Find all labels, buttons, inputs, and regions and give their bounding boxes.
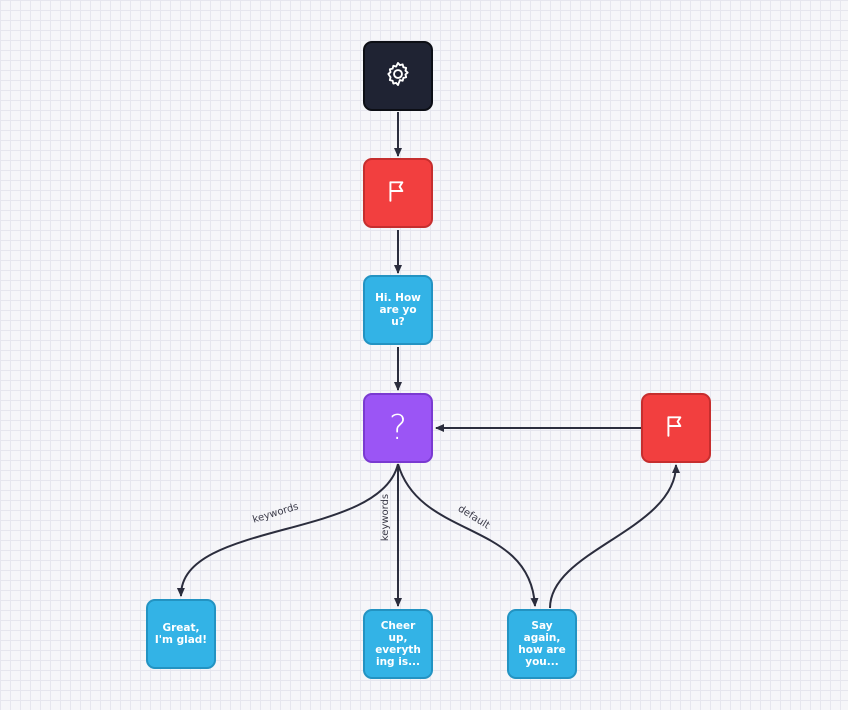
edge-question-to-glad[interactable] [176,463,399,597]
flag-node-top[interactable] [363,158,433,228]
message-node-again[interactable]: Say again, how are you... [507,609,577,679]
message-node-cheer[interactable]: Cheer up, everyth ing is... [363,609,433,679]
gear-icon [384,60,412,92]
message-text: Great, I'm glad! [154,622,208,646]
flag-node-right[interactable] [641,393,711,463]
message-node-greeting[interactable]: Hi. How are you? [363,275,433,345]
edge-question-to-again[interactable] [397,463,539,607]
message-node-glad[interactable]: Great, I'm glad! [146,599,216,669]
start-node[interactable] [363,41,433,111]
question-icon: ? [388,408,408,448]
message-text: Cheer up, everyth ing is... [375,620,421,668]
edge-again-to-flag-right[interactable] [549,464,680,609]
message-text: Say again, how are you... [518,620,566,668]
edge-label-keywords-center: keywords [380,493,392,542]
question-node[interactable]: ? [363,393,433,463]
flag-icon [385,178,411,208]
message-text: Hi. How are you? [375,292,421,328]
flag-icon [663,413,689,443]
